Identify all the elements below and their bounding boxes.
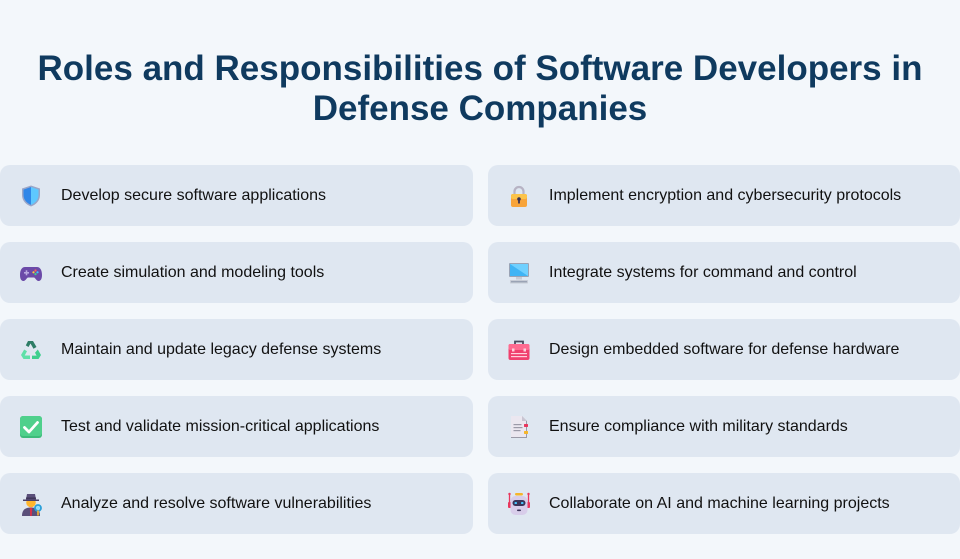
check-mark-icon xyxy=(19,415,43,439)
card-secure-software: Develop secure software applications xyxy=(0,165,473,226)
detective-icon xyxy=(19,492,43,516)
card-legacy-systems: Maintain and update legacy defense syste… xyxy=(0,319,473,380)
document-icon xyxy=(507,415,531,439)
card-label: Design embedded software for defense har… xyxy=(549,340,900,358)
card-label: Analyze and resolve software vulnerabili… xyxy=(61,494,372,512)
lock-icon xyxy=(507,184,531,208)
card-label: Test and validate mission-critical appli… xyxy=(61,417,380,435)
toolbox-icon xyxy=(507,338,531,362)
card-vulnerabilities: Analyze and resolve software vulnerabili… xyxy=(0,473,473,534)
card-label: Ensure compliance with military standard… xyxy=(549,417,848,435)
card-embedded-software: Design embedded software for defense har… xyxy=(488,319,960,380)
card-label: Implement encryption and cybersecurity p… xyxy=(549,186,902,204)
card-label: Create simulation and modeling tools xyxy=(61,263,325,281)
card-label: Collaborate on AI and machine learning p… xyxy=(549,494,890,512)
recycle-icon xyxy=(19,338,43,362)
card-command-control: Integrate systems for command and contro… xyxy=(488,242,960,303)
card-encryption: Implement encryption and cybersecurity p… xyxy=(488,165,960,226)
page-title: Roles and Responsibilities of Software D… xyxy=(37,49,923,128)
robot-icon xyxy=(507,492,531,516)
card-testing: Test and validate mission-critical appli… xyxy=(0,396,473,457)
card-compliance: Ensure compliance with military standard… xyxy=(488,396,960,457)
card-ai-ml: Collaborate on AI and machine learning p… xyxy=(488,473,960,534)
card-label: Develop secure software applications xyxy=(61,186,327,204)
card-label: Integrate systems for command and contro… xyxy=(549,263,857,281)
desktop-computer-icon xyxy=(507,261,531,285)
game-controller-icon xyxy=(19,261,43,285)
card-label: Maintain and update legacy defense syste… xyxy=(61,340,382,358)
shield-icon xyxy=(19,184,43,208)
card-simulation: Create simulation and modeling tools xyxy=(0,242,473,303)
responsibilities-grid: Develop secure software applications Imp… xyxy=(0,165,960,534)
